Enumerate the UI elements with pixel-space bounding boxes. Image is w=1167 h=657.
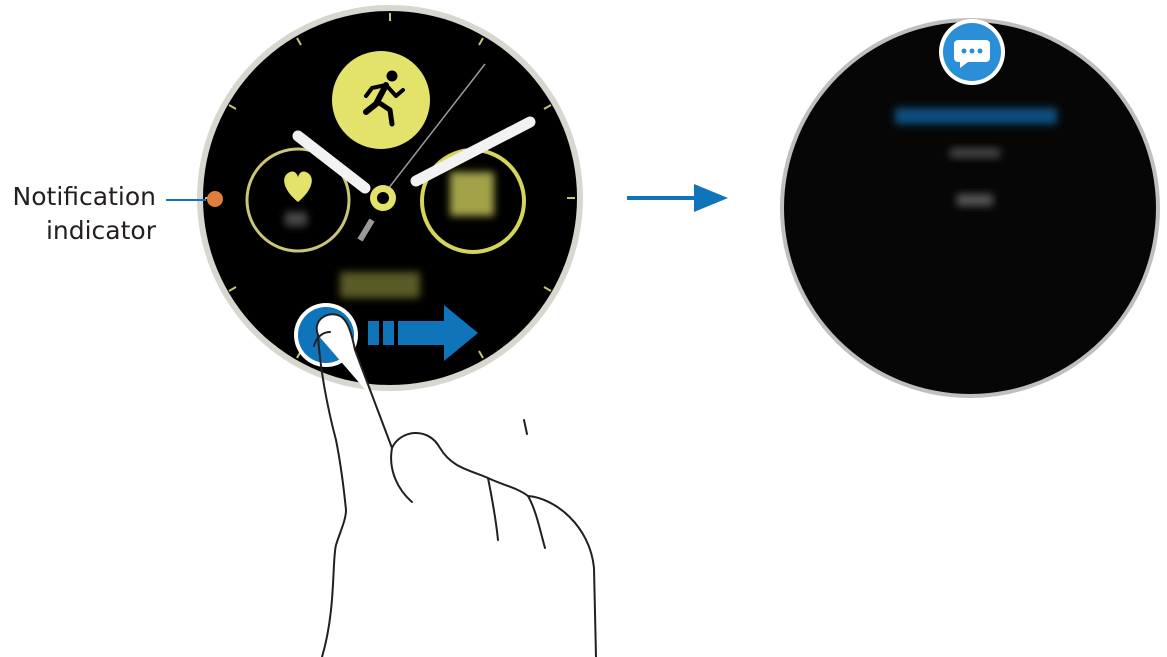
notification-subtitle [950, 148, 1000, 158]
label-line-1: Notification [13, 180, 156, 214]
notification-indicator-label: Notification indicator [13, 180, 156, 248]
notification-indicator-dot [207, 191, 223, 207]
right-complication-value [450, 172, 494, 216]
notification-body [957, 194, 993, 206]
bottom-complication [340, 272, 420, 298]
heart-rate-value [285, 212, 307, 226]
running-complication[interactable] [332, 51, 430, 149]
right-arrow-icon [627, 184, 728, 212]
label-line-2: indicator [13, 214, 156, 248]
message-bubble-icon [939, 19, 1005, 85]
watch-face-right[interactable] [780, 18, 1160, 398]
notification-title [895, 108, 1057, 124]
